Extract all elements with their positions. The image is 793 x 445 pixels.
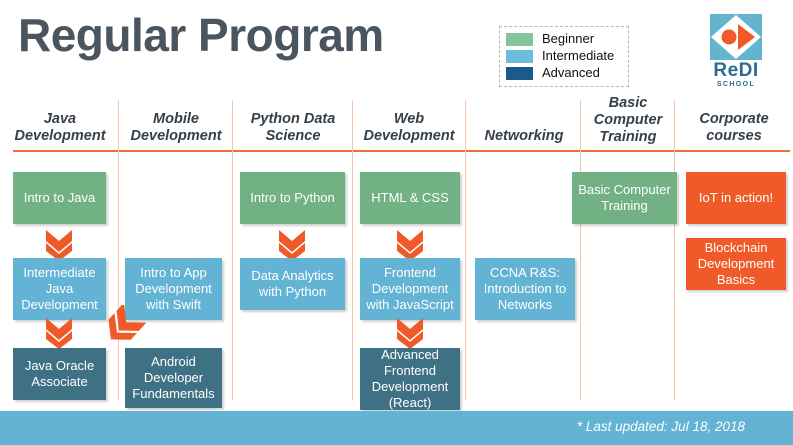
course-card-label: Intro to Python (250, 190, 335, 205)
column-header-basic-computer-training: Basic Computer Training (582, 95, 674, 146)
legend-swatch-intermediate (506, 49, 533, 63)
column-header-python-data-science: Python Data Science (235, 111, 351, 145)
course-card-blockchain-development-basics[interactable]: Blockchain Development Basics (686, 238, 786, 290)
header-line: Development (130, 128, 222, 144)
header-line: Python Data (250, 111, 336, 127)
redi-logo-wordmark: ReDI (713, 60, 759, 81)
course-card-label: Blockchain Development Basics (697, 240, 775, 287)
last-updated-text: * Last updated: Jul 18, 2018 (576, 419, 745, 434)
arrow-swift-to-android (100, 305, 146, 347)
header-line: Networking (484, 128, 564, 144)
header-line: Basic (608, 95, 648, 111)
course-card-intro-to-python[interactable]: Intro to Python (240, 172, 345, 224)
course-card-label: Intro to Java (23, 190, 96, 205)
header-line: Science (265, 128, 321, 144)
course-card-frontend-development-with-javascript[interactable]: Frontend Development with JavaScript (360, 258, 460, 320)
header-line: Web (393, 111, 425, 127)
header-line: Corporate (699, 111, 769, 127)
course-card-basic-computer-training[interactable]: Basic Computer Training (572, 172, 677, 224)
legend-swatch-advanced (506, 66, 533, 80)
arrow-frontend-to-advanced (395, 316, 425, 350)
column-divider-6 (674, 100, 675, 400)
column-divider-3 (352, 100, 353, 400)
column-header-java-development: Java Development (5, 111, 115, 145)
header-line: Computer (593, 112, 663, 128)
column-headers: Java Development Mobile Development Pyth… (0, 95, 793, 148)
page-title: Regular Program (18, 9, 384, 61)
course-card-label: Data Analytics with Python (251, 268, 334, 299)
course-card-intro-to-java[interactable]: Intro to Java (13, 172, 106, 224)
column-header-mobile-development: Mobile Development (120, 111, 232, 145)
header-line: Development (14, 128, 106, 144)
legend-label-intermediate: Intermediate (542, 48, 615, 63)
header-horizontal-rule (13, 150, 790, 152)
course-card-label: Intro to App Development with Swift (135, 265, 212, 312)
course-card-ccna-rs-introduction-to-networks[interactable]: CCNA R&S: Introduction to Networks (475, 258, 575, 320)
header-line: Mobile (153, 111, 199, 127)
column-header-networking: Networking (468, 128, 580, 145)
legend-label-beginner: Beginner (542, 31, 595, 46)
course-card-label: Frontend Development with JavaScript (366, 265, 454, 312)
course-card-html-css[interactable]: HTML & CSS (360, 172, 460, 224)
course-card-iot-in-action[interactable]: IoT in action! (686, 172, 786, 224)
course-card-label: CCNA R&S: Introduction to Networks (483, 265, 567, 312)
footer-bar: * Last updated: Jul 18, 2018 (0, 411, 793, 445)
redi-school-logo: ReDI SCHOOL (697, 14, 775, 88)
arrow-java-intermediate-to-oracle (44, 316, 74, 350)
legend-label-advanced: Advanced (542, 65, 600, 80)
course-card-intro-to-app-development-with-swift[interactable]: Intro to App Development with Swift (125, 258, 222, 320)
course-card-label: Intermediate Java Development (21, 265, 98, 312)
course-card-java-oracle-associate[interactable]: Java Oracle Associate (13, 348, 106, 400)
legend-swatch-beginner (506, 32, 533, 46)
column-header-corporate-courses: Corporate courses (678, 111, 790, 145)
legend: Beginner Intermediate Advanced (499, 26, 629, 87)
course-card-data-analytics-with-python[interactable]: Data Analytics with Python (240, 258, 345, 310)
column-divider-4 (465, 100, 466, 400)
arrow-python-intro-to-analytics (277, 228, 307, 262)
redi-logo-subtitle: SCHOOL (716, 81, 756, 88)
header-line: Java (43, 111, 77, 127)
header-line: Training (599, 129, 657, 145)
header-line: courses (706, 128, 762, 144)
course-card-label: IoT in action! (698, 190, 774, 205)
legend-item-beginner: Beginner (506, 31, 622, 47)
column-divider-1 (118, 100, 119, 400)
legend-item-intermediate: Intermediate (506, 48, 622, 64)
legend-item-advanced: Advanced (506, 65, 622, 81)
course-card-label: Advanced Frontend Development (React) (371, 347, 449, 410)
course-card-label: Android Developer Fundamentals (132, 354, 215, 401)
course-card-label: Basic Computer Training (578, 182, 671, 213)
course-card-android-developer-fundamentals[interactable]: Android Developer Fundamentals (125, 348, 222, 408)
header-line: Development (363, 128, 455, 144)
column-header-web-development: Web Development (354, 111, 464, 145)
column-divider-5 (580, 100, 581, 400)
arrow-java-intro-to-intermediate (44, 228, 74, 262)
course-card-intermediate-java-development[interactable]: Intermediate Java Development (13, 258, 106, 320)
arrow-html-to-frontend (395, 228, 425, 262)
course-card-advanced-frontend-development-react[interactable]: Advanced Frontend Development (React) (360, 347, 460, 410)
course-card-label: HTML & CSS (371, 190, 449, 205)
course-card-label: Java Oracle Associate (24, 358, 95, 389)
column-divider-2 (232, 100, 233, 400)
redi-logo-icon (710, 14, 762, 60)
